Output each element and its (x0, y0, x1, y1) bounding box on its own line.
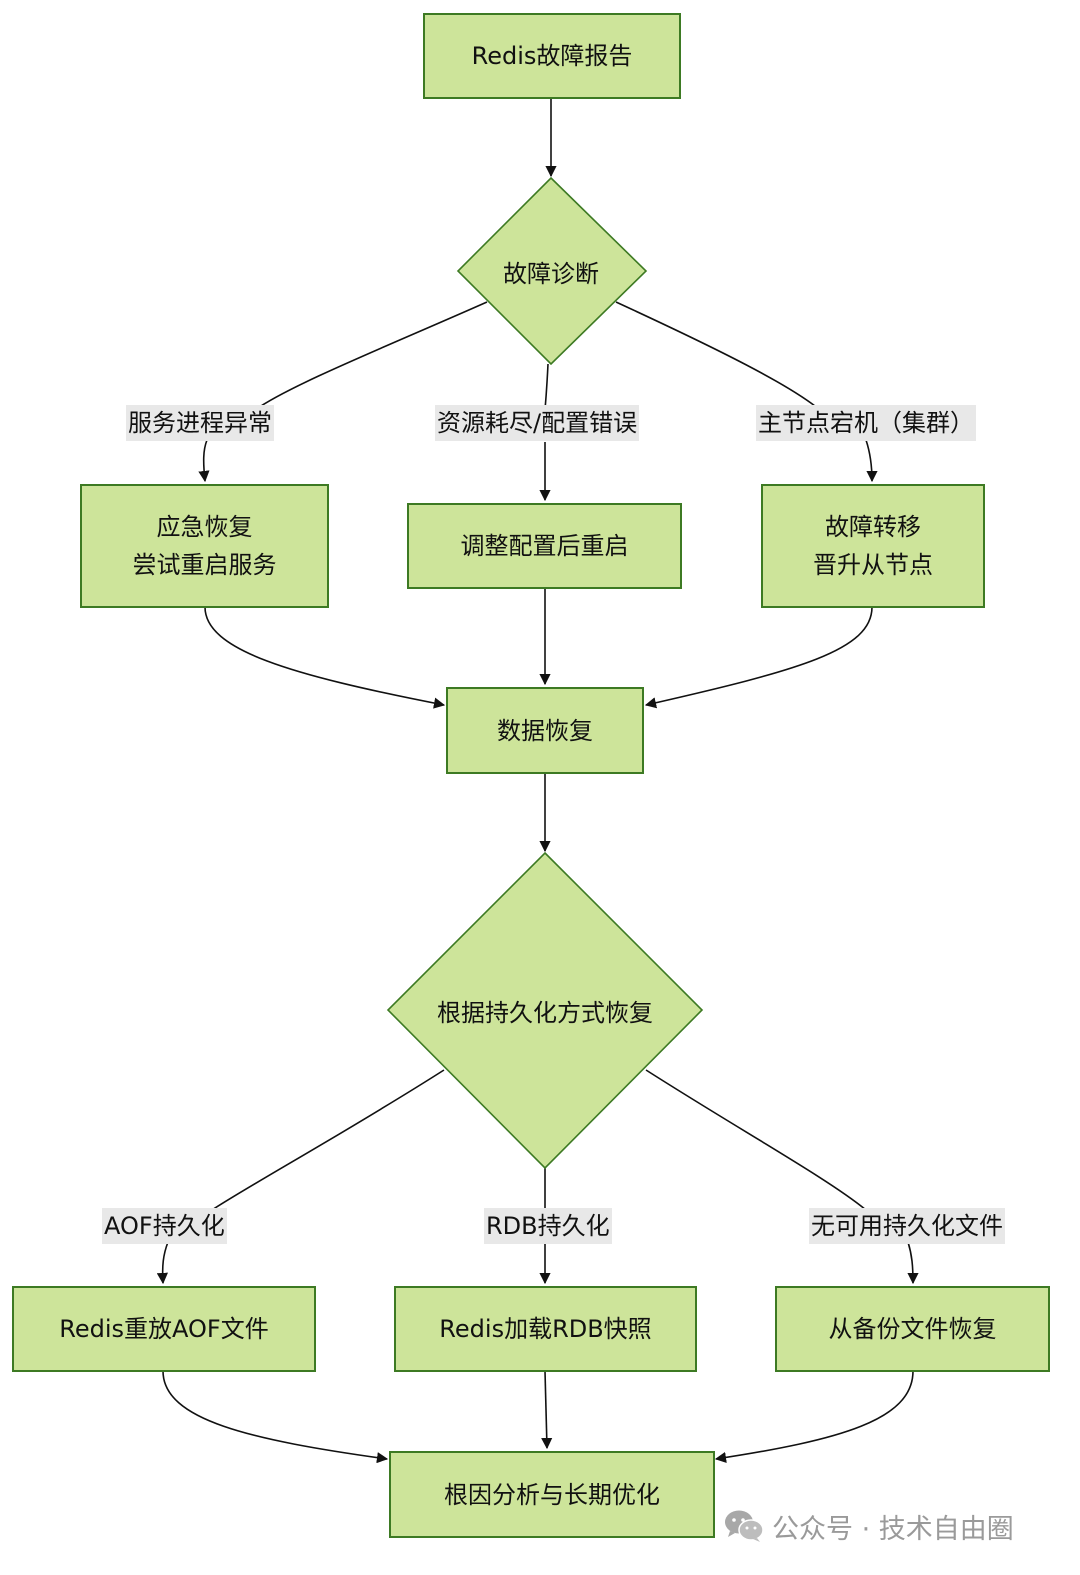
node-failover: 故障转移 晋升从节点 (761, 484, 985, 608)
edge-label-no-persistence: 无可用持久化文件 (809, 1208, 1005, 1244)
edge-restart-to-data (204, 606, 446, 709)
edge-label-resource-config: 资源耗尽/配置错误 (435, 405, 640, 441)
node-label-line: 应急恢复 (156, 513, 253, 541)
edge-decision-to-aof (163, 1069, 445, 1283)
diagnosis-diamond (456, 176, 648, 366)
node-restore-backup: 从备份文件恢复 (775, 1286, 1050, 1372)
wechat-icon (725, 1510, 764, 1542)
edge-diagnosis-to-restart (204, 301, 488, 481)
edge-aof-to-final (162, 1370, 389, 1464)
persistence-decision-diamond (386, 851, 704, 1170)
node-label-line: 尝试重启服务 (132, 551, 277, 579)
edge-decision-to-backup (645, 1069, 913, 1283)
node-label: 从备份文件恢复 (828, 1315, 997, 1343)
node-label: Redis故障报告 (471, 42, 633, 70)
node-data-recovery: 数据恢复 (446, 687, 644, 774)
node-label-line: 晋升从节点 (813, 551, 933, 579)
edge-failover-to-data (644, 606, 873, 709)
node-emergency-restart: 应急恢复 尝试重启服务 (80, 484, 329, 608)
watermark: 公众号 · 技术自由圈 (724, 1506, 1014, 1546)
node-label-line: 故障转移 (825, 513, 921, 541)
node-replay-aof: Redis重放AOF文件 (12, 1286, 316, 1372)
watermark-text: 公众号 · 技术自由圈 (772, 1513, 1014, 1545)
edge-backup-to-final (714, 1370, 914, 1464)
edge-label-process-exception: 服务进程异常 (126, 405, 274, 441)
node-redis-failure-report: Redis故障报告 (423, 13, 681, 99)
node-label: Redis加载RDB快照 (439, 1315, 652, 1343)
diagnosis-label: 故障诊断 (503, 259, 599, 288)
node-load-rdb: Redis加载RDB快照 (394, 1286, 697, 1372)
edge-rdb-to-final (541, 1370, 553, 1450)
edge-label-master-down: 主节点宕机（集群） (756, 405, 976, 441)
node-adjust-config-restart: 调整配置后重启 (407, 503, 682, 589)
edge-label-aof: AOF持久化 (102, 1208, 227, 1244)
edge-label-rdb: RDB持久化 (484, 1208, 612, 1244)
edge-diagnosis-to-failover (615, 301, 872, 481)
persistence-decision-label: 根据持久化方式恢复 (437, 998, 653, 1027)
node-root-cause-analysis: 根因分析与长期优化 (389, 1451, 715, 1538)
node-label: 数据恢复 (497, 716, 593, 745)
node-label: Redis重放AOF文件 (59, 1315, 269, 1343)
node-label: 根因分析与长期优化 (444, 1480, 660, 1509)
node-label: 调整配置后重启 (460, 532, 629, 560)
